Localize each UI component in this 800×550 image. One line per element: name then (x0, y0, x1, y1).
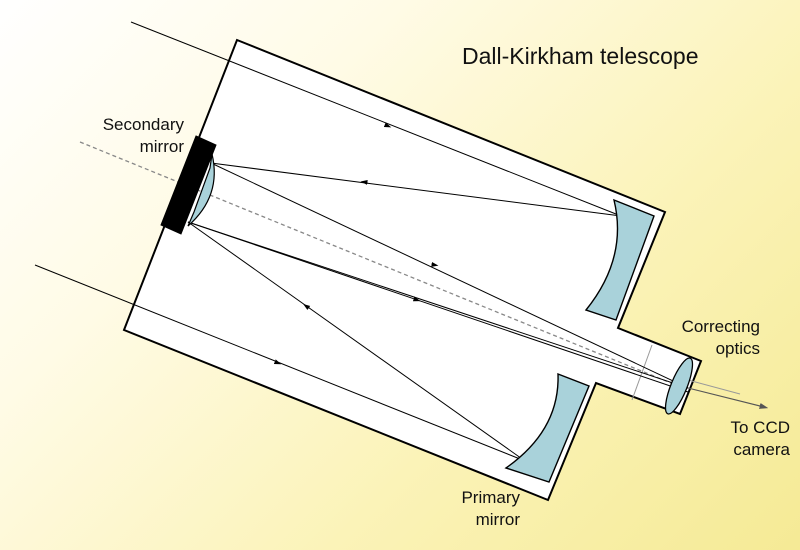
telescope-tube (122, 38, 703, 502)
incoming-ray-top (130, 21, 622, 217)
correcting-optics-label-line2: optics (715, 339, 760, 358)
secondary-mirror-label-line2: mirror (139, 137, 184, 156)
ccd-camera-label-line2: camera (733, 440, 790, 459)
secondary-mirror-backing (160, 135, 217, 235)
ccd-camera-label-line1: To CCD (730, 418, 790, 437)
secondary-mirror-label-line1: Secondary (102, 115, 184, 134)
correcting-optics-label-line1: Correcting (681, 317, 760, 336)
primary-mirror-label: Primary mirror (396, 487, 520, 531)
reflected-ray-top (210, 162, 622, 217)
focus-ray-3 (187, 221, 689, 393)
primary-mirror-label-line1: Primary (461, 488, 520, 507)
optical-axis (79, 141, 689, 391)
exit-beam-upper (687, 379, 741, 395)
ccd-camera-label: To CCD camera (660, 417, 790, 461)
correcting-optics-label: Correcting optics (630, 316, 760, 360)
primary-mirror-lower (504, 372, 590, 483)
secondary-mirror-label: Secondary mirror (60, 114, 184, 158)
primary-mirror-label-line2: mirror (475, 510, 520, 529)
primary-mirror-upper (584, 198, 655, 321)
reflected-ray-bottom (187, 221, 526, 462)
exit-beam (687, 387, 769, 409)
focus-ray-1 (210, 162, 689, 389)
secondary-mirror (187, 153, 215, 227)
correcting-lens (664, 357, 694, 415)
focus-ray-2 (187, 221, 689, 389)
diagram-title: Dall-Kirkham telescope (462, 43, 699, 69)
